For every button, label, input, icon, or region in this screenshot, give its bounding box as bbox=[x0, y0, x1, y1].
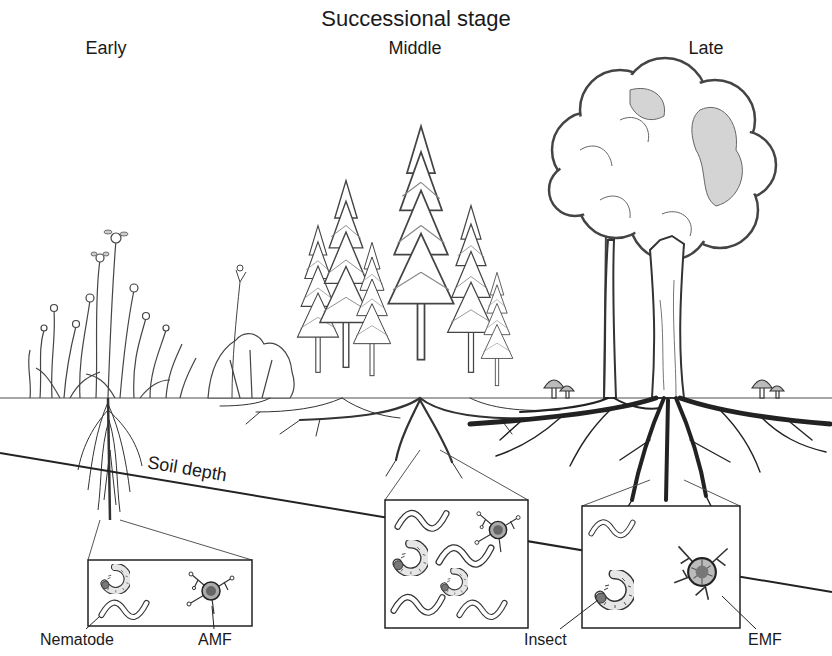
stage-label: Early bbox=[85, 38, 126, 59]
axis-label: Soil depth bbox=[146, 452, 228, 486]
organism-label: AMF bbox=[198, 631, 232, 649]
stage-label: Late bbox=[688, 38, 723, 59]
figure-title: Successional stage bbox=[321, 6, 511, 31]
organism-label: Insect bbox=[524, 631, 567, 649]
stage-label: Middle bbox=[388, 38, 441, 59]
organism-label: Nematode bbox=[40, 631, 114, 649]
organism-label: EMF bbox=[748, 631, 782, 649]
